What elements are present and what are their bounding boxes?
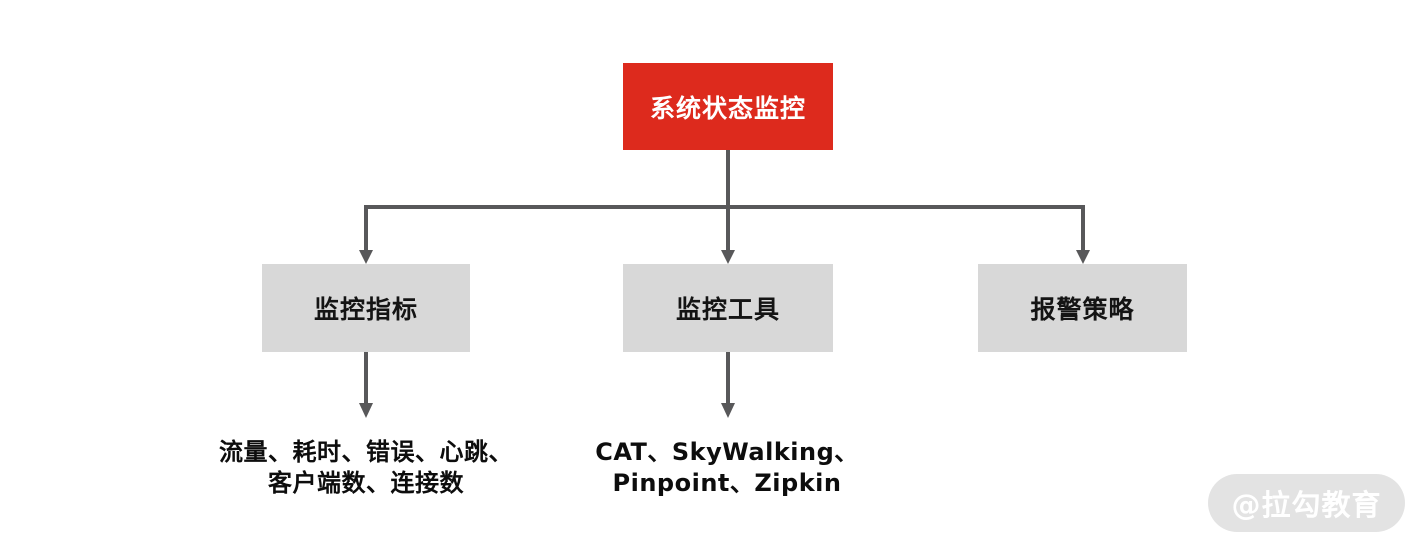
metrics-detail-text: 流量、耗时、错误、心跳、 客户端数、连接数 [166,437,566,499]
arrow-head-metrics-detail [359,403,373,418]
metrics-detail-line-1: 流量、耗时、错误、心跳、 [219,438,513,466]
node-system-status-monitoring-label: 系统状态监控 [649,93,806,123]
tools-detail-line-2: Pinpoint、Zipkin [612,469,842,497]
watermark-label: @拉勾教育 [1231,488,1382,522]
node-monitoring-tools-label: 监控工具 [675,295,780,324]
node-system-status-monitoring: 系统状态监控 [623,63,833,150]
arrow-head-metrics [359,250,373,264]
node-monitoring-metrics: 监控指标 [262,264,470,352]
arrow-head-tools-detail [721,403,735,418]
arrow-head-tools [721,250,735,264]
node-monitoring-metrics-label: 监控指标 [313,295,418,324]
tools-detail-line-1: CAT、SkyWalking、 [595,438,859,466]
arrow-head-alerts [1076,250,1090,264]
node-monitoring-tools: 监控工具 [623,264,833,352]
tools-detail-text: CAT、SkyWalking、 Pinpoint、Zipkin [527,437,927,499]
metrics-detail-line-2: 客户端数、连接数 [268,469,464,497]
node-alert-strategy-label: 报警策略 [1030,295,1135,324]
watermark-badge: @拉勾教育 [1208,474,1405,532]
node-alert-strategy: 报警策略 [978,264,1187,352]
